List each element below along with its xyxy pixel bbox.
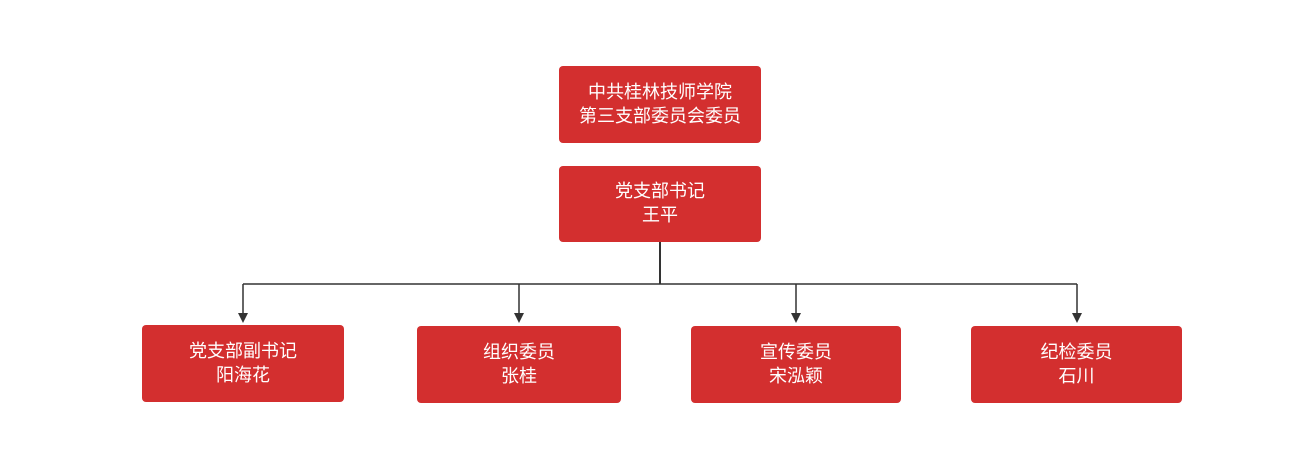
organization-member-node: 组织委员 张桂 [417,326,621,403]
publicity-member-node: 宣传委员 宋泓颖 [691,326,901,403]
vice-secretary-name: 阳海花 [216,364,270,386]
vice-secretary-title: 党支部副书记 [189,340,297,362]
secretary-name: 王平 [642,205,678,226]
publicity-member-title: 宣传委员 [760,341,832,363]
vice-secretary-node: 党支部副书记 阳海花 [142,325,344,402]
discipline-member-title: 纪检委员 [1040,341,1113,363]
secretary-node: 党支部书记 王平 [559,166,761,242]
organization-member-title: 组织委员 [483,341,555,363]
discipline-member-name: 石川 [1058,365,1095,387]
root-node: 中共桂林技师学院 第三支部委员会委员 [559,66,761,143]
root-line-1: 中共桂林技师学院 [588,81,732,103]
organization-member-name: 张桂 [501,365,537,387]
publicity-member-name: 宋泓颖 [769,365,823,387]
secretary-title: 党支部书记 [615,181,705,202]
root-line-2: 第三支部委员会委员 [579,105,741,127]
discipline-member-node: 纪检委员 石川 [971,326,1182,403]
